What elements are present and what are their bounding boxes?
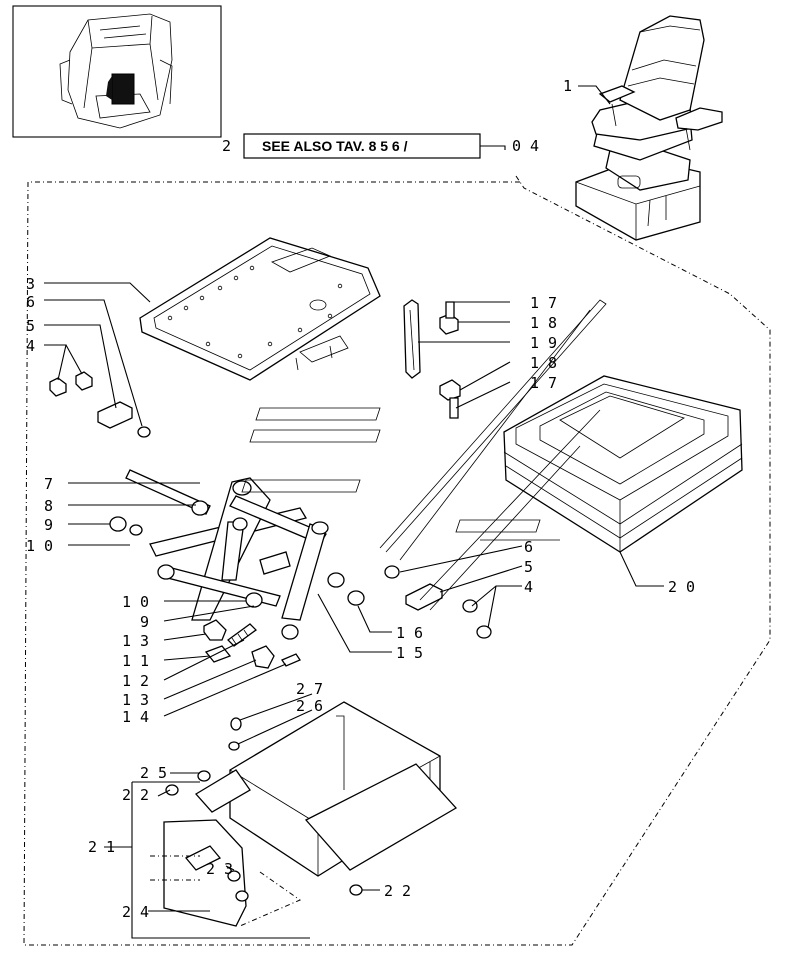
callout-7: 7: [44, 475, 53, 493]
callout-6-right: 6: [524, 538, 533, 556]
callout-6-left: 6: [26, 293, 35, 311]
callout-10-left: 1 0: [26, 537, 53, 555]
suspension-bellows: [503, 375, 743, 553]
callout-17-top: 1 7: [530, 294, 557, 312]
seat-base-plate: [139, 237, 381, 381]
assembly-boundary: [23, 181, 771, 946]
callout-5-left: 5: [26, 317, 35, 335]
complete-seat-illustration: [575, 15, 723, 241]
callout-25: 2 5: [140, 764, 167, 782]
callout-11: 1 1: [122, 652, 149, 670]
tractor-cab-sketch: [59, 13, 173, 129]
bracket-and-screws: [403, 299, 461, 419]
assembly-boundary-link: [515, 175, 731, 295]
callout-17-bottom: 1 7: [530, 374, 557, 392]
lower-support-frame: [150, 701, 458, 927]
callout-15: 1 5: [396, 644, 423, 662]
callout-4-left: 4: [26, 337, 35, 355]
callout-9-right: 9: [140, 613, 149, 631]
see-also-reference[interactable]: 2 SEE ALSO TAV. 8 5 6 / 0 4: [222, 133, 539, 159]
locator-thumbnail: [12, 5, 222, 138]
callout-14: 1 4: [122, 708, 149, 726]
callout-labels: 1 3 6 5 4 7 8 9 1 0 1 7 1 8 1 9 1 8 1 7 …: [26, 77, 695, 921]
callout-22-left: 2 2: [122, 786, 149, 804]
callout-10-right: 1 0: [122, 593, 149, 611]
background-wireframe: [241, 299, 607, 611]
scissor-mechanism: [125, 469, 345, 640]
callout-13-top: 1 3: [122, 632, 149, 650]
callout-3: 3: [26, 275, 35, 293]
callout-21: 2 1: [88, 838, 115, 856]
callout-4-right: 4: [524, 578, 533, 596]
callout-16: 1 6: [396, 624, 423, 642]
callout-5-right: 5: [524, 558, 533, 576]
reference-right-number: 0 4: [512, 137, 539, 155]
callout-22-right: 2 2: [384, 882, 411, 900]
callout-20: 2 0: [668, 578, 695, 596]
callout-18-bottom: 1 8: [530, 354, 557, 372]
small-hardware-right: [347, 565, 492, 639]
leader-lines: [44, 85, 664, 939]
callout-12: 1 2: [122, 672, 149, 690]
callout-27: 2 7: [296, 680, 323, 698]
callout-13-bottom: 1 3: [122, 691, 149, 709]
callout-1: 1: [563, 77, 572, 95]
callout-18-top: 1 8: [530, 314, 557, 332]
callout-23: 2 3: [206, 860, 233, 878]
callout-8: 8: [44, 497, 53, 515]
callout-9-left: 9: [44, 516, 53, 534]
reference-text: SEE ALSO TAV. 8 5 6 /: [262, 138, 408, 154]
callout-26: 2 6: [296, 697, 323, 715]
callout-24: 2 4: [122, 903, 149, 921]
small-hardware-left: [49, 371, 209, 536]
callout-19: 1 9: [530, 334, 557, 352]
reference-left-number: 2: [222, 137, 231, 155]
